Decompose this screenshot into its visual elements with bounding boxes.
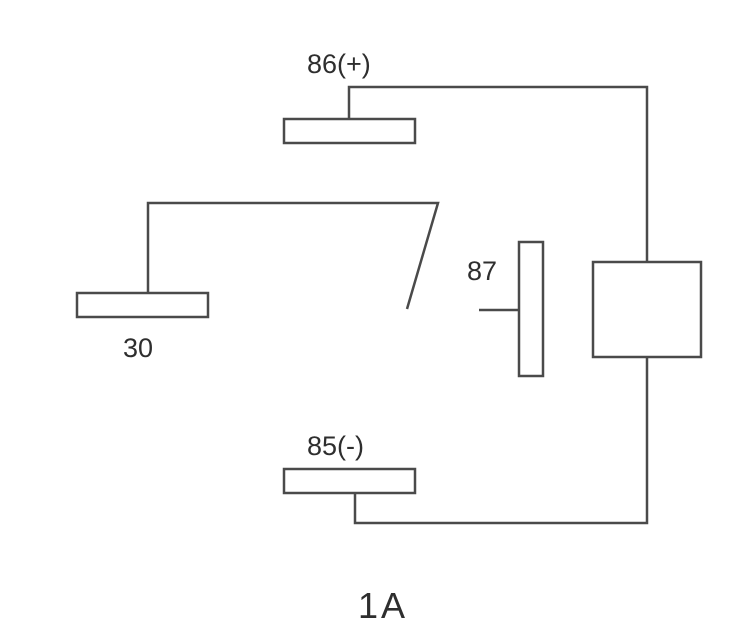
wire-85-to-coil bbox=[353, 357, 649, 525]
terminal-85 bbox=[282, 467, 417, 495]
terminal-87 bbox=[517, 240, 545, 378]
label-30: 30 bbox=[123, 333, 153, 363]
relay-coil bbox=[591, 260, 703, 359]
label-86: 86(+) bbox=[307, 49, 371, 79]
label-87: 87 bbox=[467, 256, 497, 286]
switch-arm-30 bbox=[146, 201, 440, 310]
terminal-86 bbox=[282, 117, 417, 145]
terminal-30 bbox=[75, 291, 210, 319]
diagram-caption: 1A bbox=[358, 585, 408, 626]
label-85: 85(-) bbox=[307, 431, 364, 461]
wire-86-to-coil bbox=[347, 85, 649, 262]
